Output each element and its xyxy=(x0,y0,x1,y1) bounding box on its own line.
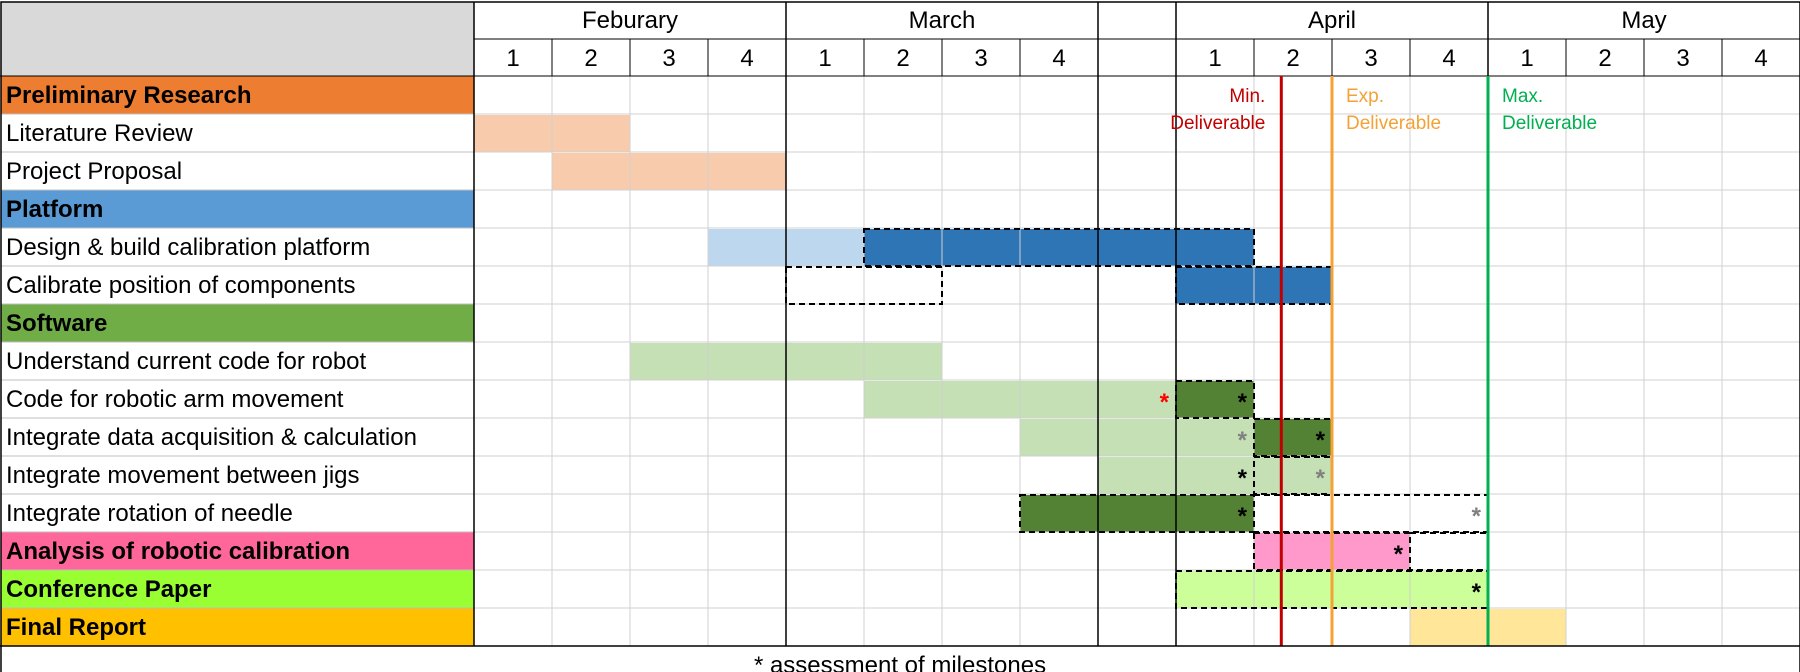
gantt-bar-outline xyxy=(1409,532,1489,571)
footnote: * assessment of milestones xyxy=(754,652,1046,672)
milestone-label: Deliverable xyxy=(1170,113,1265,134)
milestone-marker: * xyxy=(1238,389,1248,416)
month-label: Feburary xyxy=(582,7,678,34)
milestone-label: Max. xyxy=(1502,86,1543,107)
milestone-marker: * xyxy=(1394,541,1404,568)
milestone-marker: * xyxy=(1316,427,1326,454)
category-fill xyxy=(1,570,474,608)
month-label: May xyxy=(1621,7,1666,34)
task-label: Preliminary Research xyxy=(6,82,251,109)
week-label: 4 xyxy=(1754,45,1767,72)
gantt-bar xyxy=(1176,381,1254,418)
week-label: 1 xyxy=(1208,45,1221,72)
milestone-marker: * xyxy=(1316,465,1326,492)
gantt-bar-outline xyxy=(1253,456,1333,495)
category-fill xyxy=(1,304,474,342)
task-label: Analysis of robotic calibration xyxy=(6,538,350,565)
milestone-marker: * xyxy=(1238,465,1248,492)
milestone-marker: * xyxy=(1472,579,1482,606)
week-label: 3 xyxy=(662,45,675,72)
task-label: Understand current code for robot xyxy=(6,348,367,375)
gantt-bar-outline xyxy=(863,228,1255,267)
gantt-bar xyxy=(552,153,786,190)
task-label: Final Report xyxy=(6,614,146,641)
task-label: Calibrate position of components xyxy=(6,272,356,299)
task-label: Software xyxy=(6,310,107,337)
milestone-marker: * xyxy=(1238,503,1248,530)
week-label: 3 xyxy=(974,45,987,72)
milestone-label: Min. xyxy=(1229,86,1265,107)
week-label: 2 xyxy=(1286,45,1299,72)
gantt-bar xyxy=(1020,419,1254,456)
month-label: April xyxy=(1308,7,1356,34)
gantt-bar xyxy=(1254,419,1332,456)
gantt-bar-outline xyxy=(785,266,943,305)
task-label: Literature Review xyxy=(6,120,193,147)
week-label: 4 xyxy=(1442,45,1455,72)
milestone-marker: * xyxy=(1238,427,1248,454)
milestone-label: Exp. xyxy=(1346,86,1384,107)
week-label: 2 xyxy=(1598,45,1611,72)
task-label: Platform xyxy=(6,196,103,223)
task-label: Conference Paper xyxy=(6,576,211,603)
category-fill xyxy=(1,608,474,646)
week-label: 2 xyxy=(584,45,597,72)
milestone-label: Deliverable xyxy=(1502,113,1597,134)
gantt-bar-outline xyxy=(1253,418,1333,457)
week-label: 1 xyxy=(506,45,519,72)
task-label: Integrate movement between jigs xyxy=(6,462,360,489)
week-label: 3 xyxy=(1676,45,1689,72)
gantt-bar xyxy=(1254,457,1332,494)
month-label: March xyxy=(909,7,976,34)
task-label: Integrate data acquisition & calculation xyxy=(6,424,417,451)
week-label: 4 xyxy=(1052,45,1065,72)
task-label: Design & build calibration platform xyxy=(6,234,370,261)
week-label: 2 xyxy=(896,45,909,72)
task-label: Integrate rotation of needle xyxy=(6,500,293,527)
week-label: 1 xyxy=(1520,45,1533,72)
week-label: 1 xyxy=(818,45,831,72)
milestone-label: Deliverable xyxy=(1346,113,1441,134)
task-label: Code for robotic arm movement xyxy=(6,386,344,413)
gantt-bar xyxy=(1020,495,1254,532)
category-fill xyxy=(1,532,474,570)
week-label: 4 xyxy=(740,45,753,72)
week-label: 3 xyxy=(1364,45,1377,72)
category-fill xyxy=(1,76,474,114)
header-label-cell xyxy=(1,2,474,76)
gantt-bar xyxy=(864,229,1254,266)
milestone-marker: * xyxy=(1160,389,1170,416)
task-label: Project Proposal xyxy=(6,158,182,185)
gantt-bar-outline xyxy=(1253,494,1489,533)
category-fill xyxy=(1,190,474,228)
milestone-marker: * xyxy=(1472,503,1482,530)
